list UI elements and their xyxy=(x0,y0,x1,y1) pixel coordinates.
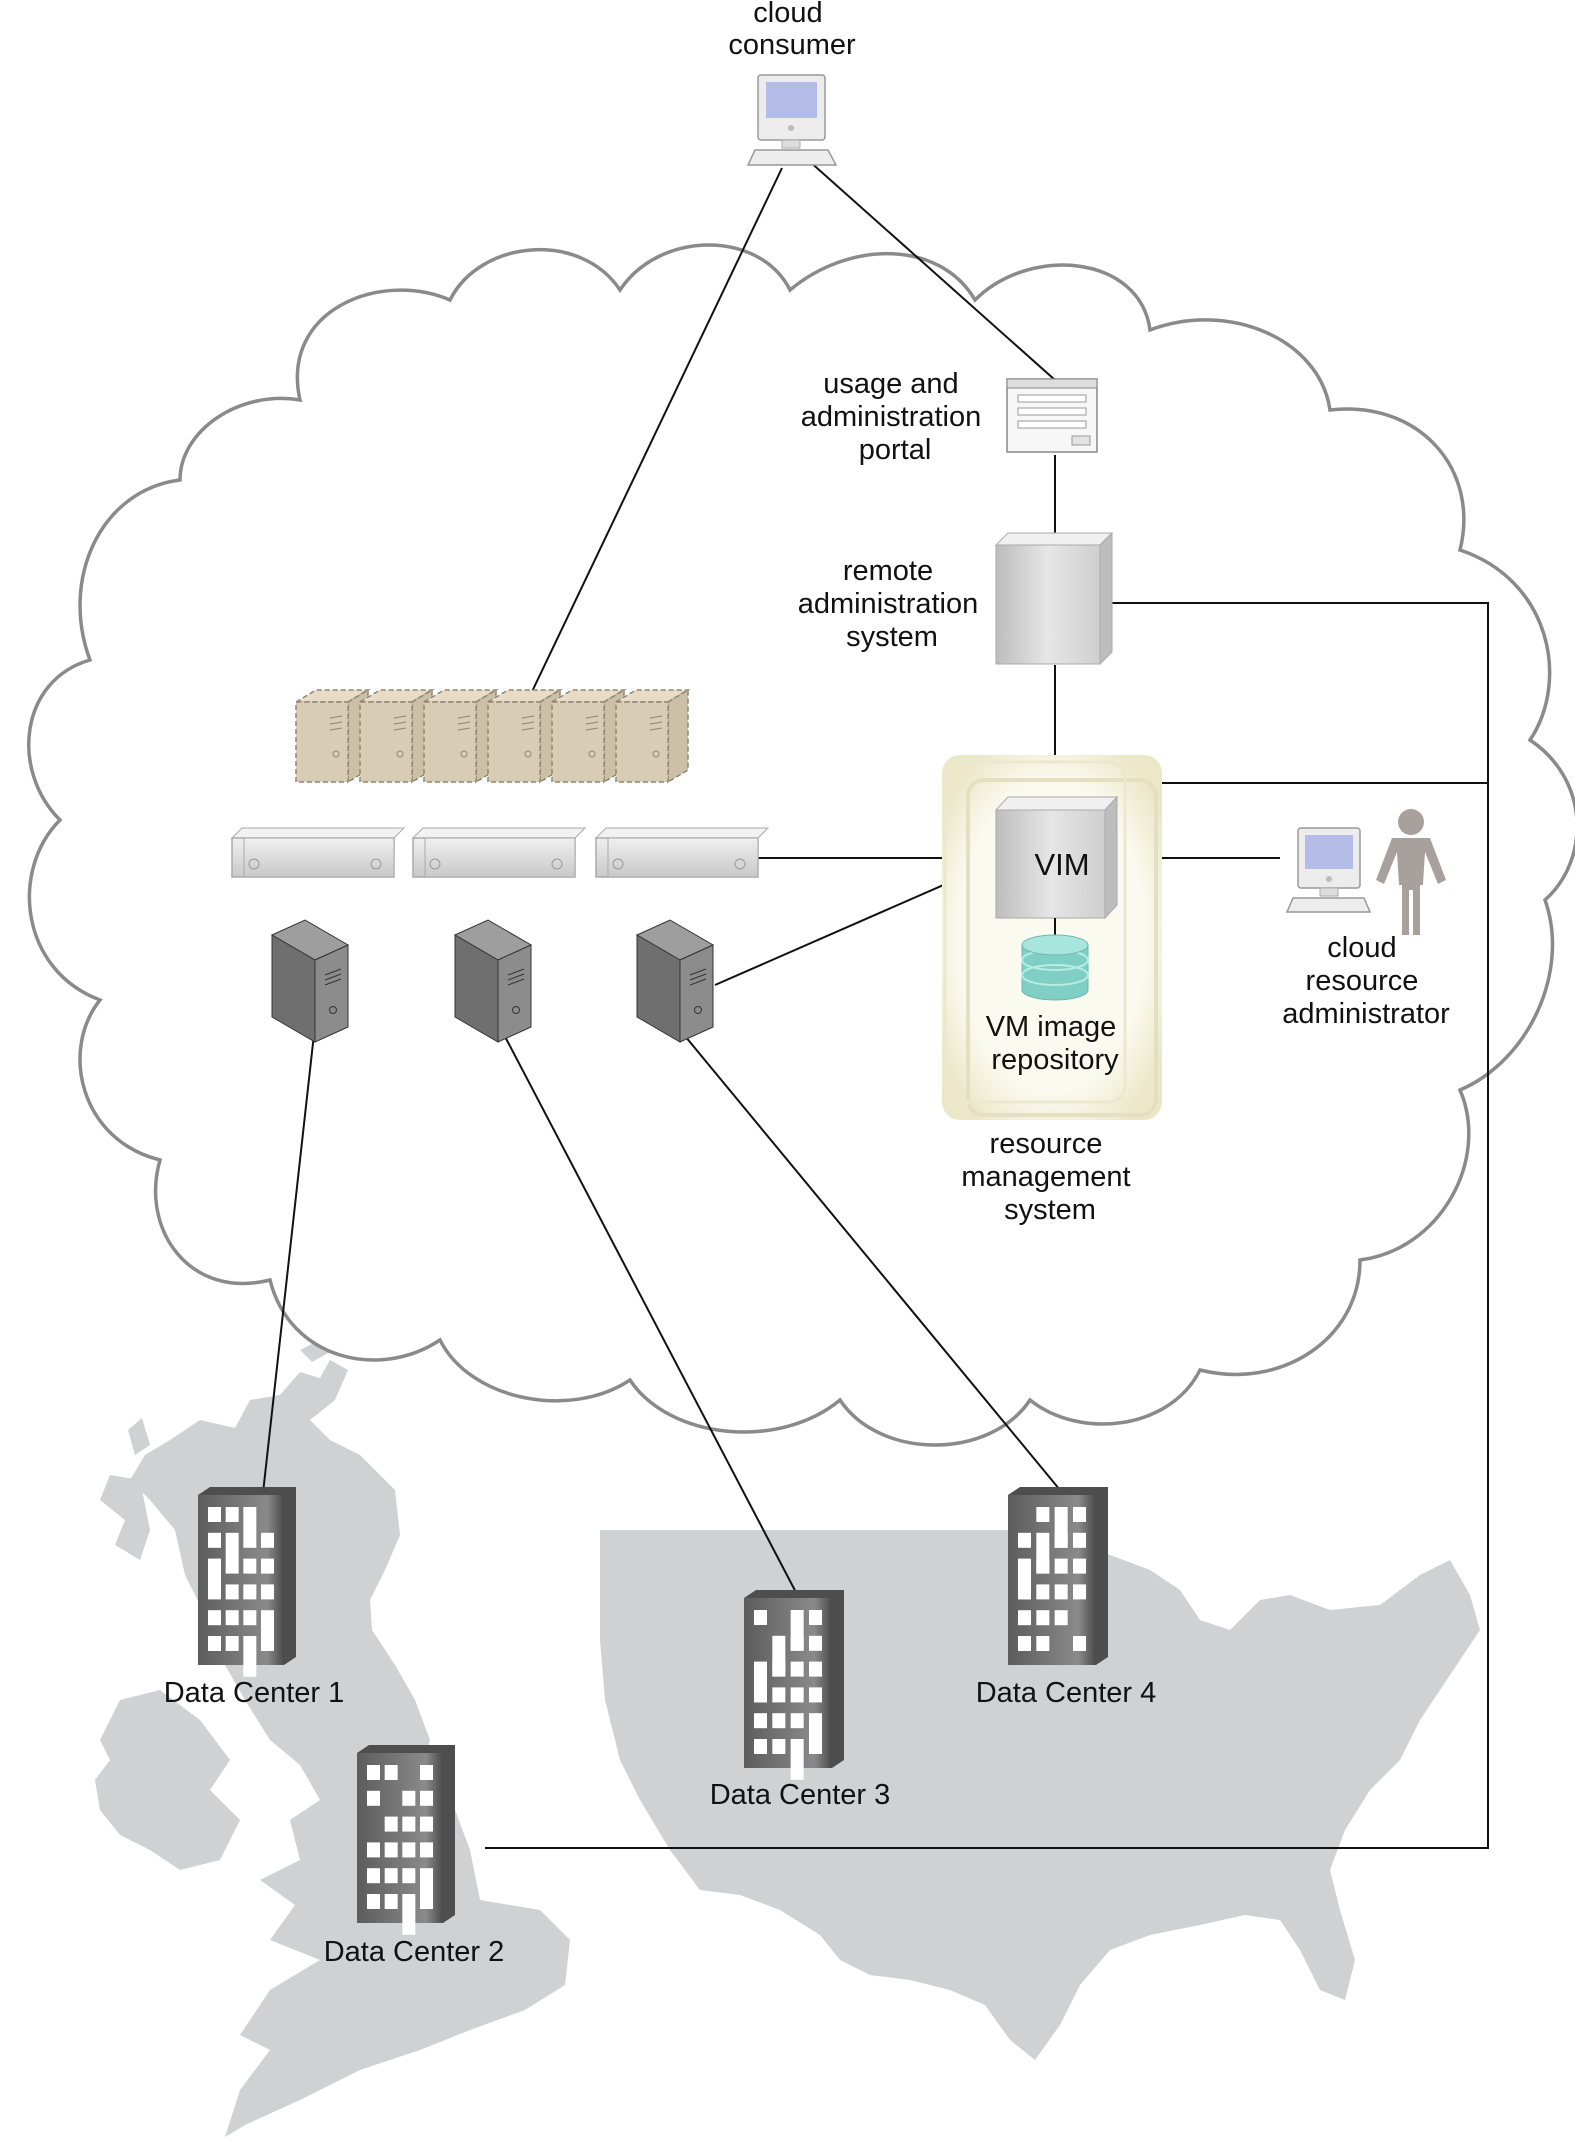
vim-label: VIM xyxy=(1034,847,1089,882)
data-center-2-label: Data Center 2 xyxy=(324,1936,505,1968)
virtual-server-icon xyxy=(421,688,499,784)
data-center-building-icon xyxy=(744,1590,844,1780)
cloud-consumer-label: cloud consumer xyxy=(728,0,856,61)
cloud-resource-admin-label: cloud resource administrator xyxy=(1282,932,1450,1030)
virtual-server-icon xyxy=(613,688,691,784)
rack-server-icon xyxy=(230,827,406,878)
resource-management-system: VIM xyxy=(942,755,1162,1120)
data-center-4-label: Data Center 4 xyxy=(976,1677,1157,1709)
physical-server-icon xyxy=(270,919,350,1043)
remote-admin-label: remote administration system xyxy=(798,555,987,653)
data-center-building-icon xyxy=(1008,1487,1108,1665)
usage-portal-label: usage and administration portal xyxy=(801,368,990,466)
vm-image-repository-label: VM image repository xyxy=(986,1011,1125,1076)
physical-server-icon xyxy=(635,919,715,1043)
remote-admin-system-box xyxy=(994,531,1114,666)
data-center-buildings xyxy=(198,1487,1108,1935)
cloud-consumer-computer-icon xyxy=(746,74,838,166)
data-center-building-icon xyxy=(357,1745,455,1935)
data-center-building-icon xyxy=(198,1487,296,1677)
physical-servers xyxy=(270,919,715,1043)
virtual-servers xyxy=(293,688,691,784)
virtual-server-icon xyxy=(485,688,563,784)
person-icon xyxy=(1376,809,1446,935)
resource-management-label: resource management system xyxy=(961,1128,1138,1226)
virtual-server-icon xyxy=(549,688,627,784)
physical-server-icon xyxy=(453,919,533,1043)
data-center-1-label: Data Center 1 xyxy=(164,1677,345,1709)
data-center-3-label: Data Center 3 xyxy=(710,1779,891,1811)
database-icon xyxy=(1021,934,1089,1001)
cloud-outline xyxy=(27,243,1575,1447)
admin-computer-icon xyxy=(1285,827,1372,913)
usage-portal-window-icon xyxy=(1006,378,1098,453)
virtual-server-icon xyxy=(357,688,435,784)
rack-servers xyxy=(230,827,770,878)
rack-server-icon xyxy=(594,827,770,878)
vim-box: VIM xyxy=(994,795,1119,920)
rack-server-icon xyxy=(411,827,587,878)
virtual-server-icon xyxy=(293,688,371,784)
uk-map xyxy=(95,1340,570,2137)
